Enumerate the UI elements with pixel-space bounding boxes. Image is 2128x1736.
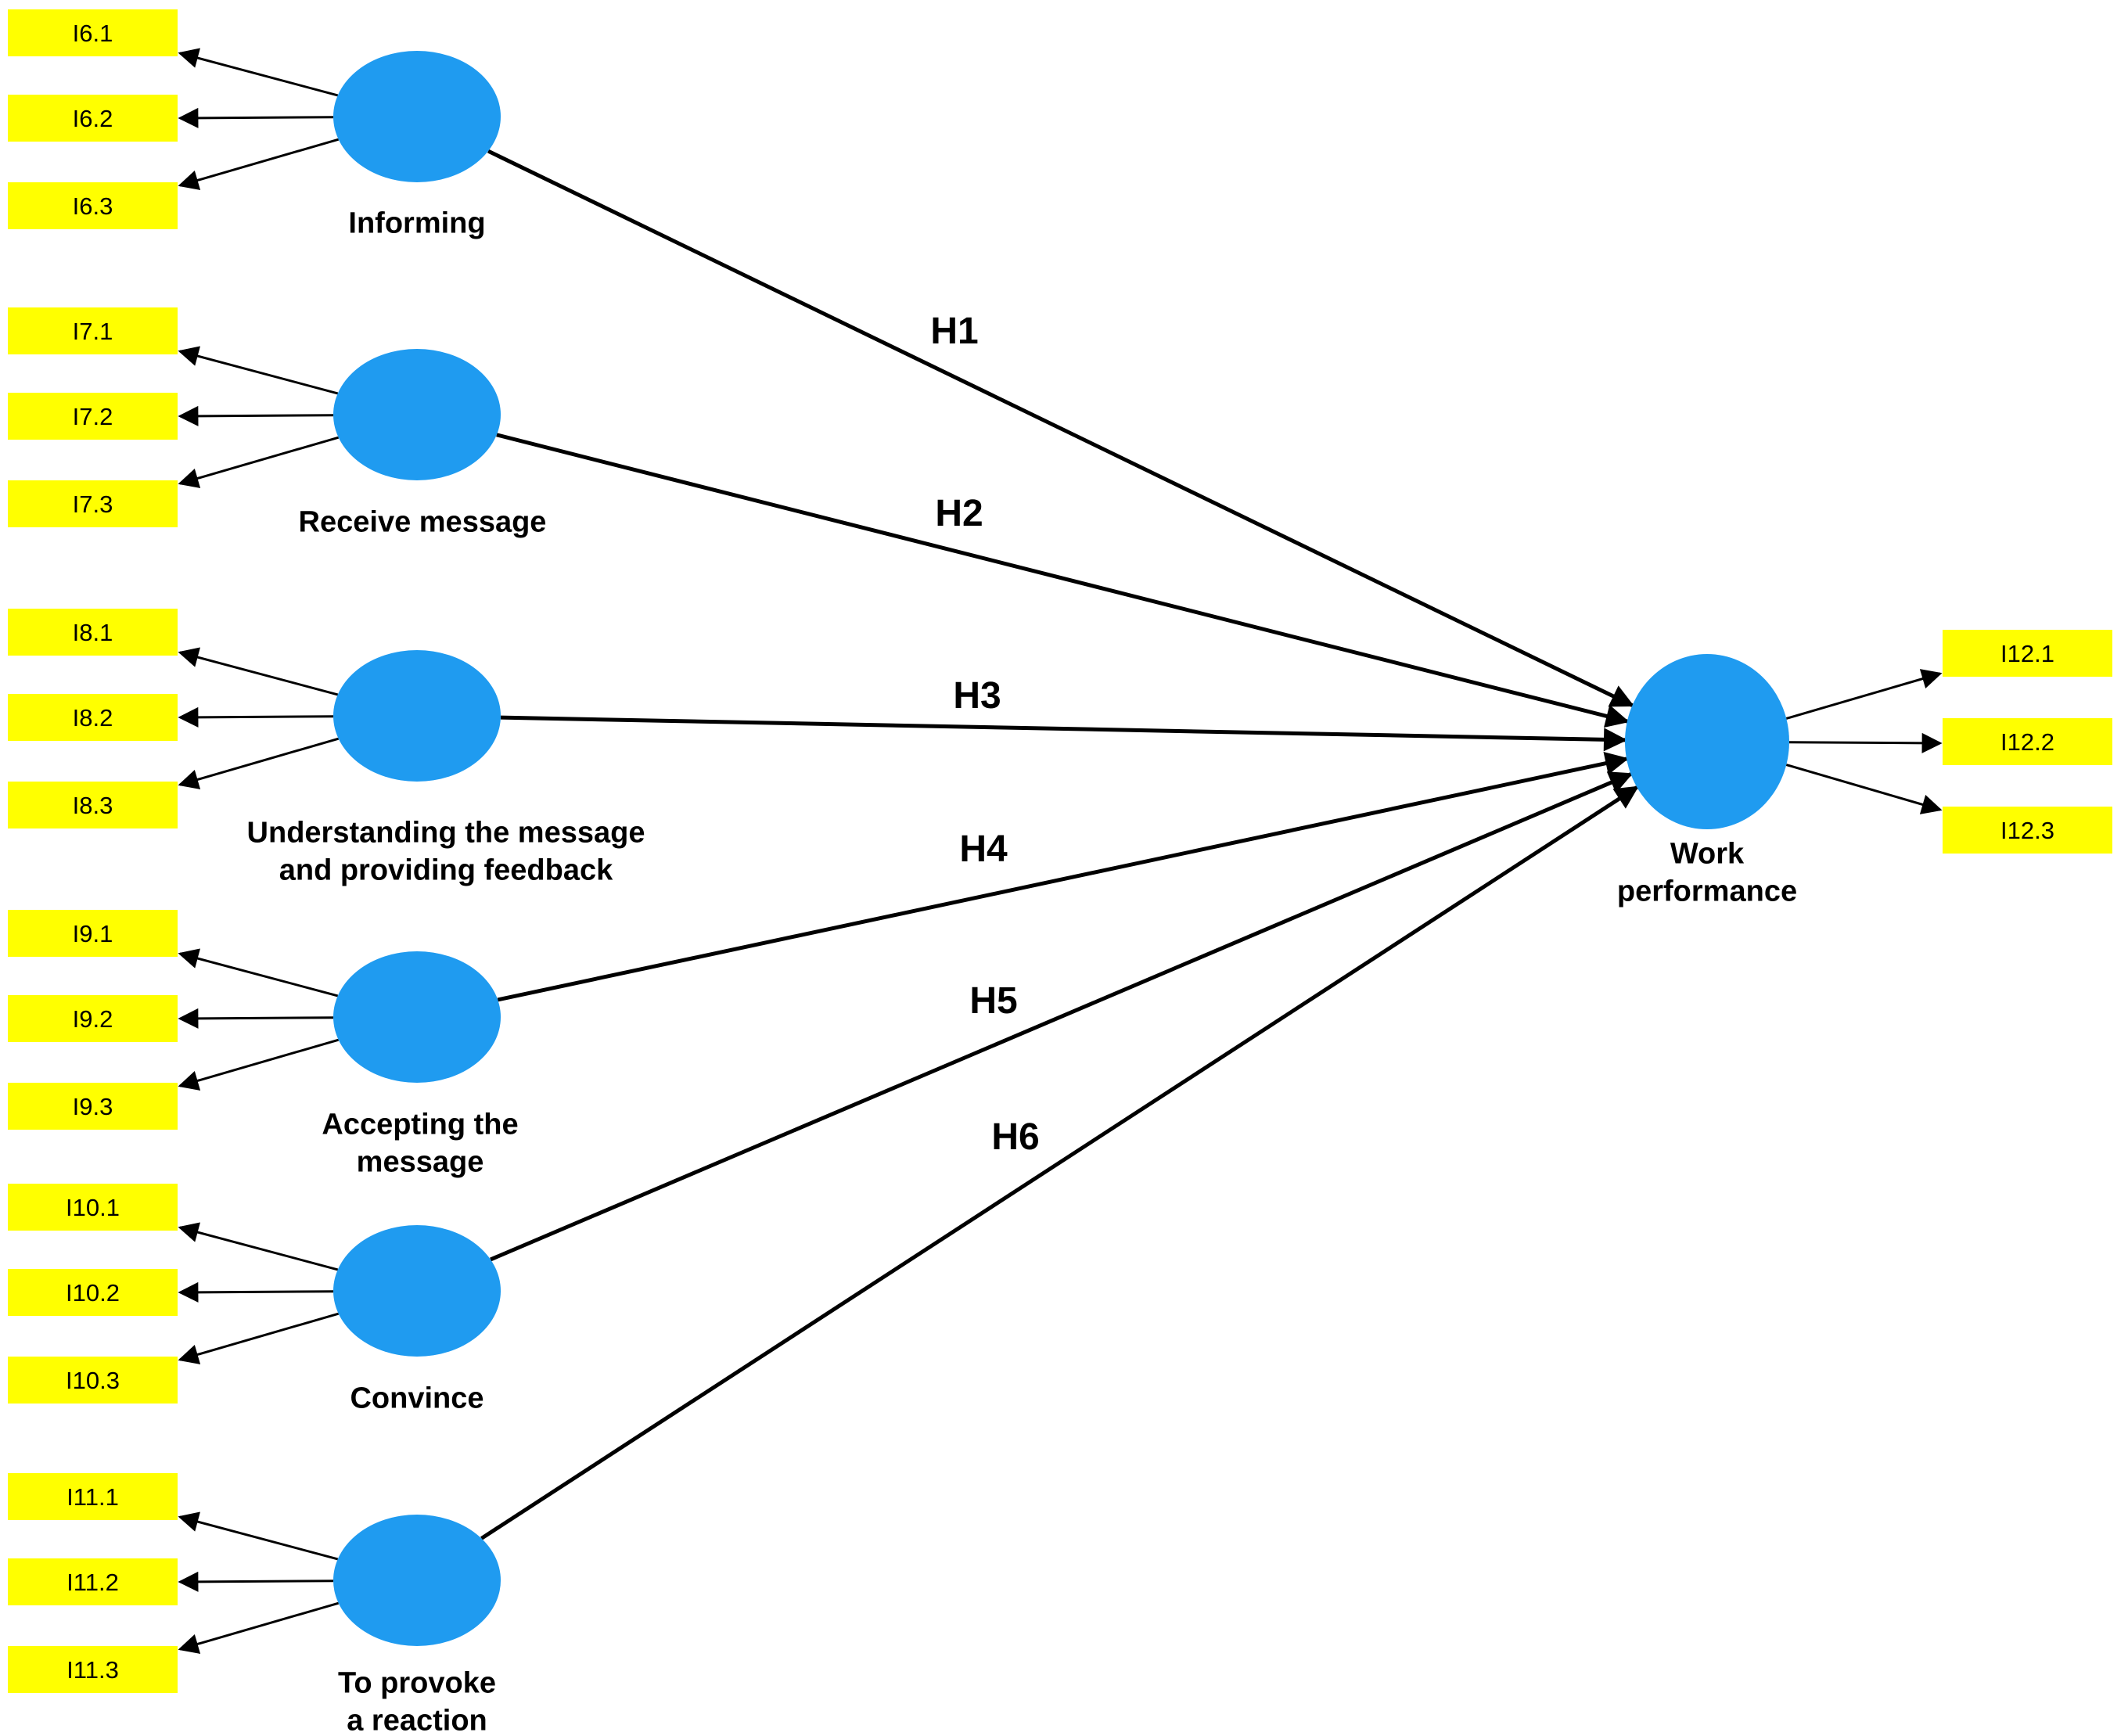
indicator-box [8, 95, 178, 142]
path-arrow-h5 [490, 771, 1634, 1262]
path-arrow-h3 [500, 715, 1628, 752]
indicator-label: I12.2 [2000, 728, 2054, 756]
left-indicator-arrow [178, 138, 340, 190]
indicator-box [8, 609, 178, 656]
hypothesis-label-h2: H2 [935, 493, 983, 534]
construct-ellipse-2 [333, 349, 501, 480]
indicator-label: I9.3 [73, 1093, 113, 1120]
indicator-label: I11.2 [66, 1569, 119, 1596]
indicator-label: I9.2 [73, 1005, 113, 1033]
left-indicator-arrow [178, 1008, 334, 1029]
hypothesis-label-h6: H6 [991, 1116, 1039, 1158]
indicator-box [8, 1083, 178, 1130]
construct-label: Receive message [299, 505, 547, 538]
path-arrow-h2 [496, 433, 1630, 728]
left-indicator-arrow [178, 405, 334, 426]
path-arrow-h6 [480, 785, 1639, 1540]
hypothesis-label-h5: H5 [969, 980, 1017, 1022]
indicator-label: I9.1 [73, 920, 113, 947]
left-indicator-arrow [178, 107, 334, 128]
indicator-label: I7.1 [73, 318, 113, 345]
construct-ellipse-4 [333, 951, 501, 1083]
indicator-box [8, 1184, 178, 1231]
indicator-label: I12.1 [2000, 640, 2054, 667]
indicator-box [8, 9, 178, 56]
left-indicator-arrow [178, 436, 340, 488]
outcome-label: Work [1670, 837, 1745, 870]
right-indicator-arrow [1785, 764, 1943, 814]
indicator-box [8, 182, 178, 229]
path-arrow-h4 [497, 751, 1629, 1002]
indicator-label: I7.2 [73, 403, 113, 430]
path-arrow-h1 [487, 149, 1635, 707]
right-indicator-arrow [1788, 732, 1943, 753]
hypothesis-label-h1: H1 [930, 311, 978, 352]
construct-label: Understanding the message [247, 816, 645, 849]
construct-ellipse-6 [333, 1515, 501, 1646]
indicator-label: I8.1 [73, 619, 113, 646]
hypothesis-label-h3: H3 [953, 675, 1001, 717]
left-indicator-arrow [178, 1038, 340, 1091]
outcome-label: performance [1617, 875, 1797, 908]
indicator-label: I6.1 [73, 20, 113, 47]
left-indicator-arrow [178, 1511, 339, 1561]
construct-label: Convince [350, 1382, 483, 1414]
indicator-box [1943, 807, 2112, 854]
indicator-label: I10.2 [66, 1279, 120, 1306]
indicator-label: I12.3 [2000, 817, 2054, 844]
indicator-label: I8.3 [73, 792, 113, 819]
indicator-box [8, 910, 178, 957]
indicator-label: I10.3 [66, 1367, 120, 1394]
indicator-box [8, 480, 178, 527]
left-indicator-arrow [178, 1222, 339, 1271]
indicator-box [8, 1473, 178, 1520]
outcome-ellipse-work-performance [1625, 654, 1789, 829]
construct-label: To provoke [338, 1666, 496, 1699]
indicator-label: I8.2 [73, 704, 113, 731]
indicator-label: I6.2 [73, 105, 113, 132]
construct-label: Accepting the [322, 1108, 518, 1141]
hypothesis-label-h4: H4 [959, 828, 1008, 870]
indicator-box [8, 307, 178, 354]
construct-label: Informing [348, 207, 485, 239]
left-indicator-arrow [178, 737, 340, 789]
construct-label: and providing feedback [279, 854, 613, 886]
left-indicator-arrow [178, 1571, 334, 1592]
construct-ellipse-5 [333, 1225, 501, 1357]
indicator-box [8, 1558, 178, 1605]
indicator-box [1943, 718, 2112, 765]
indicator-box [8, 1357, 178, 1404]
indicator-box [8, 1269, 178, 1316]
left-indicator-arrow [178, 1601, 340, 1654]
right-indicator-arrow [1785, 669, 1943, 720]
indicator-label: I11.3 [66, 1656, 119, 1684]
left-indicator-arrow [178, 647, 339, 696]
indicator-label: I10.1 [66, 1194, 120, 1221]
indicator-box [8, 782, 178, 828]
construct-ellipse-3 [333, 650, 501, 782]
indicator-label: I7.3 [73, 491, 113, 518]
left-indicator-arrow [178, 346, 339, 395]
indicator-box [8, 393, 178, 440]
left-indicator-arrow [178, 1312, 340, 1364]
indicator-label: I6.3 [73, 192, 113, 220]
indicator-box [8, 694, 178, 741]
indicator-box [8, 1646, 178, 1693]
left-indicator-arrow [178, 48, 339, 97]
construct-label: a reaction [347, 1704, 487, 1736]
indicator-label: I11.1 [66, 1483, 119, 1511]
construct-ellipse-1 [333, 51, 501, 182]
indicator-box [8, 995, 178, 1042]
construct-label: message [357, 1145, 484, 1178]
indicator-box [1943, 630, 2112, 677]
left-indicator-arrow [178, 948, 339, 997]
